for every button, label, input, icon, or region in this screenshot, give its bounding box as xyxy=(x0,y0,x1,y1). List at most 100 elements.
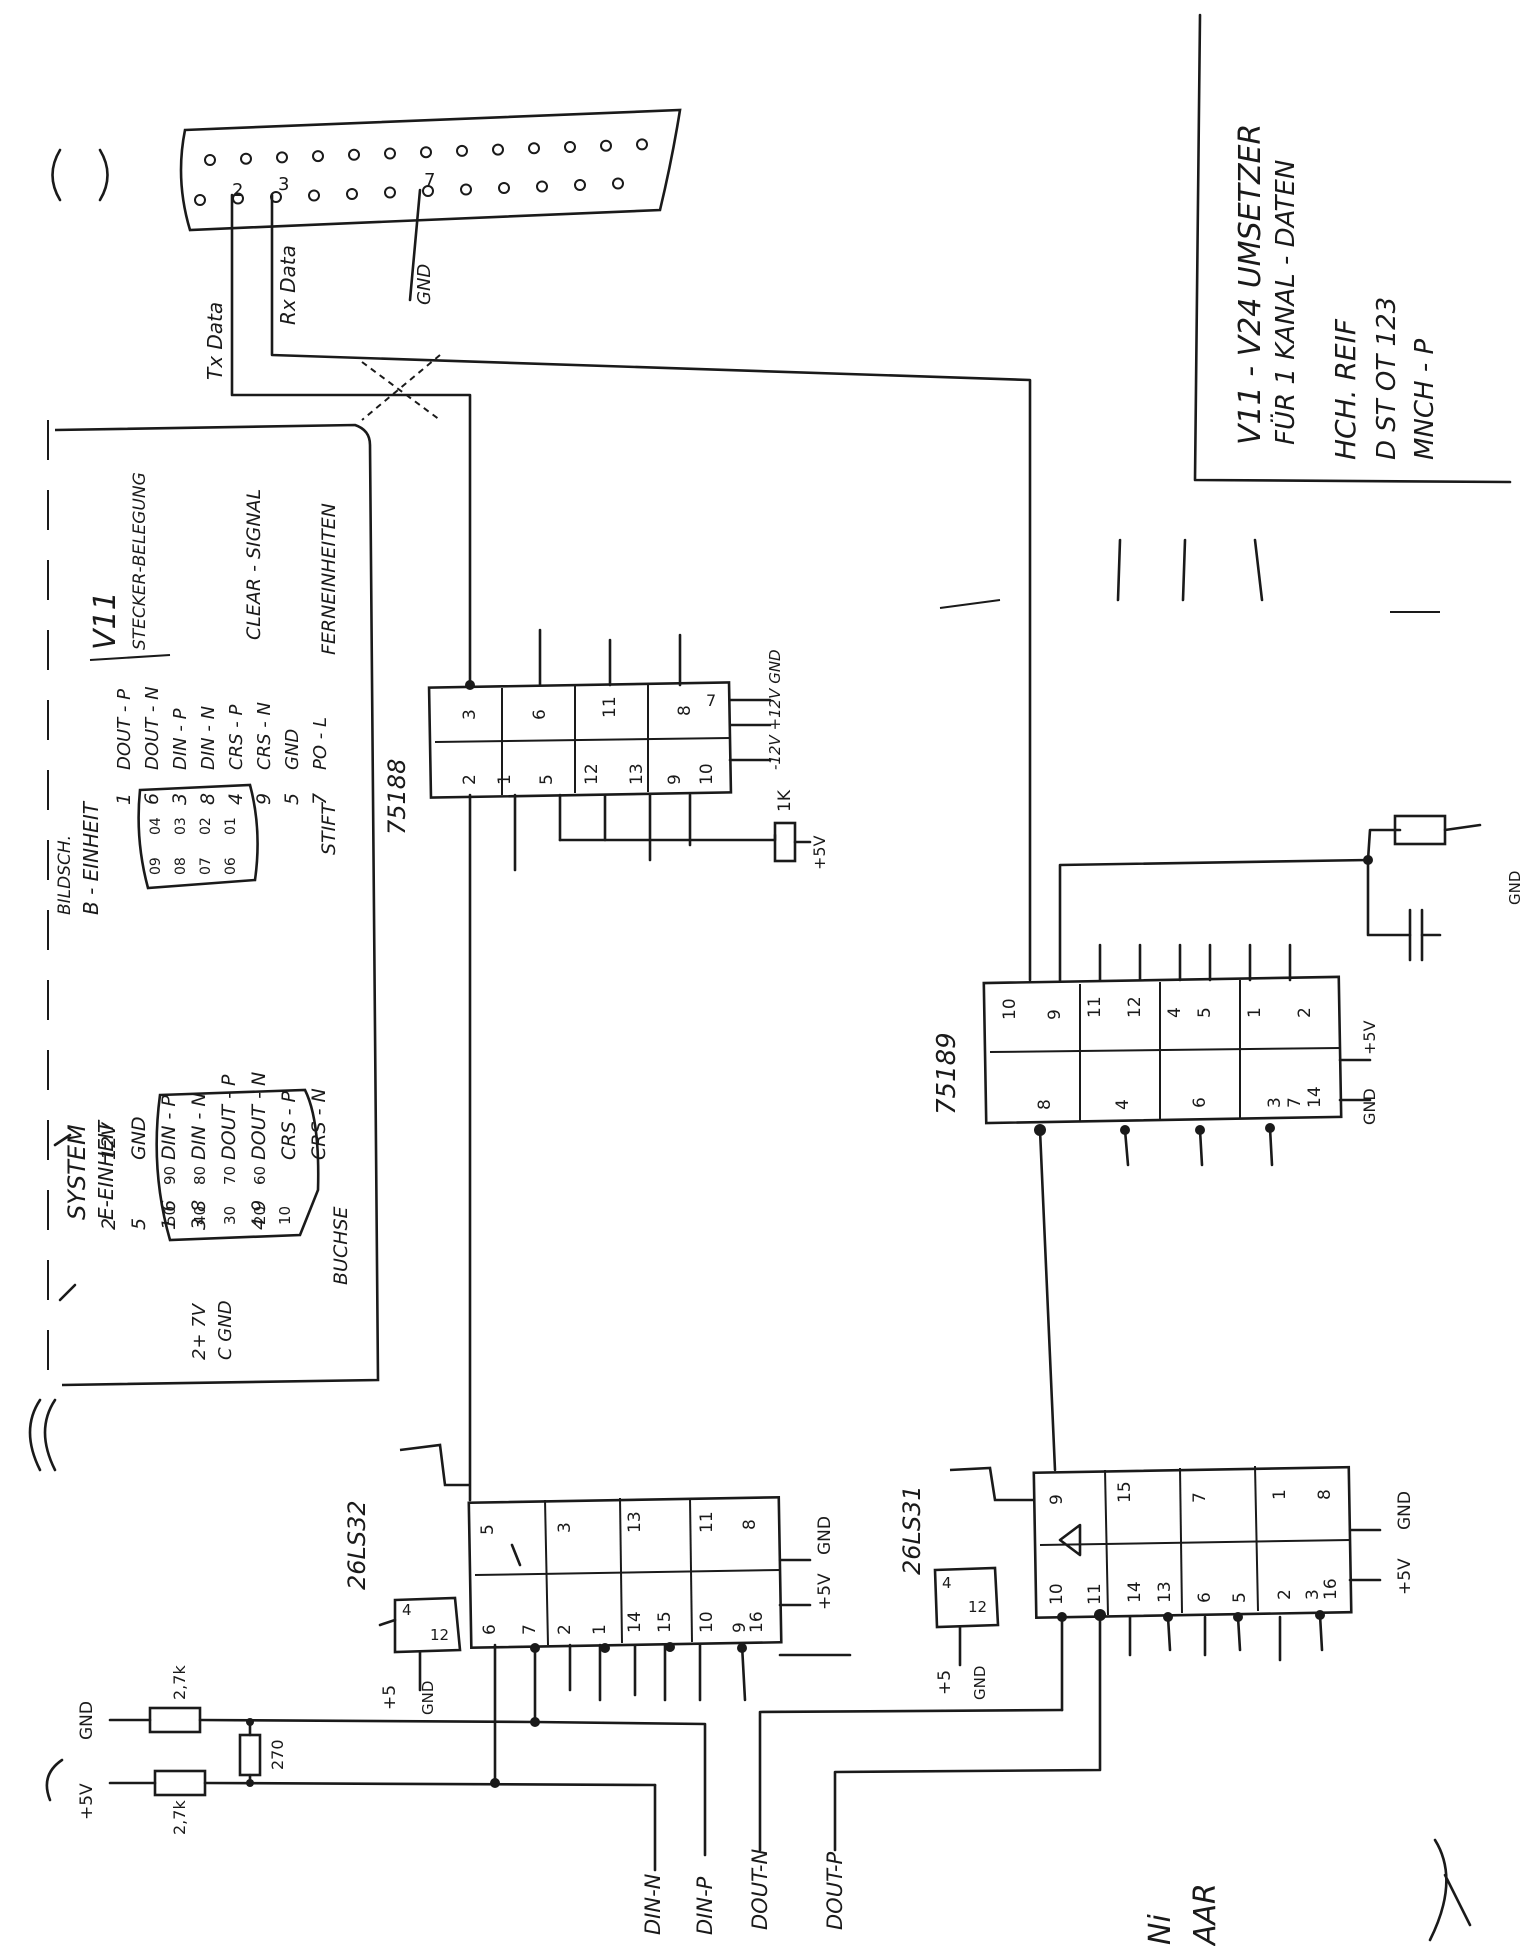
c26ls32-pin: 13 xyxy=(625,1511,645,1533)
tx-rx-crossover xyxy=(361,354,441,421)
system-unit-label: E-EINHEIT xyxy=(94,1119,118,1220)
c75189-name: 75189 xyxy=(932,1032,962,1115)
db25-pin xyxy=(308,189,320,202)
db25-pin-2-label: 2 xyxy=(232,180,243,201)
c75189-pin: 2 xyxy=(1295,1007,1315,1018)
ferneinheiten-label: FERNEINHEITEN xyxy=(318,503,340,655)
c75188-pin: 13 xyxy=(627,763,647,785)
c75189-pin: 5 xyxy=(1195,1007,1215,1018)
db25-connector: 2 3 7 Tx Data Rx Data GND xyxy=(179,108,1032,982)
network-gnd-label: GND xyxy=(77,1701,97,1740)
title-block: V11 - V24 UMSETZER FÜR 1 KANAL - DATEN H… xyxy=(1193,13,1512,484)
c26ls31-pin: 5 xyxy=(1230,1592,1250,1603)
db25-pin xyxy=(564,141,576,153)
termination-network: GND +5V 2,7k 2,7k 270 xyxy=(77,1615,1102,1872)
c26ls32-pin: 8 xyxy=(740,1519,760,1530)
db25-pin xyxy=(460,183,472,196)
network-vcc-label: +5V xyxy=(77,1783,97,1820)
c26ls32-pin: 15 xyxy=(655,1611,675,1633)
db25-pin xyxy=(384,186,396,199)
buchse-row-signal: DOUT - N xyxy=(248,1072,270,1160)
c75188-pin-7: 7 xyxy=(706,691,716,710)
c75189-pin: 12 xyxy=(1125,996,1145,1018)
c26ls31-pin: 11 xyxy=(1085,1583,1105,1605)
bottom-fragment-1: Ni xyxy=(1143,1914,1178,1945)
stift-pin: 02 xyxy=(198,817,214,835)
stift-row-signal: GND xyxy=(282,729,303,770)
buchse-pin: 80 xyxy=(191,1166,209,1185)
c75188-pin: 1 xyxy=(495,774,515,785)
c75189-gnd-label: GND xyxy=(1360,1088,1379,1125)
signature-mark xyxy=(1428,1838,1472,1942)
buchse-row-signal: 12V xyxy=(98,1121,120,1160)
c26ls31-pin: 3 xyxy=(1303,1589,1323,1600)
c26ls31-gnd-label: GND xyxy=(1395,1491,1415,1530)
c26ls32-name: 26LS32 xyxy=(343,1500,371,1590)
stift-row-pin: 6 xyxy=(141,793,163,805)
bildschirm-unit-label: B - EINHEIT xyxy=(79,800,103,915)
c26ls31-pin: 16 xyxy=(1321,1578,1341,1600)
c26ls31-pin: 15 xyxy=(1115,1481,1135,1503)
c26ls31-pin: 7 xyxy=(1190,1492,1210,1503)
stift-outline xyxy=(137,783,259,890)
c26ls32-pin: 2 xyxy=(555,1624,575,1635)
buchse-pin: 30 xyxy=(221,1206,239,1225)
c75188-power-label: -12V +12V GND xyxy=(766,649,784,770)
stift-row-signal: DIN - N xyxy=(198,706,219,770)
buchse-pin: 70 xyxy=(221,1166,239,1185)
buchse-row-signal: GND xyxy=(128,1116,150,1160)
db25-pin xyxy=(384,147,396,160)
buchse-pin: 60 xyxy=(251,1166,269,1185)
stift-pin: 07 xyxy=(198,857,214,875)
c26ls31-vcc-label: +5V xyxy=(1395,1558,1415,1595)
db25-pin xyxy=(528,142,540,155)
signal-din-p: DIN-P xyxy=(693,1876,717,1935)
c75189-pin: 9 xyxy=(1045,1009,1065,1020)
title-line-3: HCH. REIF xyxy=(1329,318,1362,460)
signal-labels: DIN-N DIN-P DOUT-N DOUT-P xyxy=(641,1849,847,1935)
c75189-pin: 10 xyxy=(1000,998,1020,1020)
db25-gnd-label: GND xyxy=(414,264,435,305)
stift-row-signal: CRS - N xyxy=(254,702,275,770)
stift-pin: 03 xyxy=(173,817,189,835)
stift-row-signal: DIN - P xyxy=(170,708,191,770)
stift-row-pin: 9 xyxy=(253,793,275,805)
buchse-row-signal: DIN - N xyxy=(188,1092,210,1160)
c75189-pin: 11 xyxy=(1085,996,1105,1018)
c26ls31-enable-gnd: GND xyxy=(971,1666,989,1700)
rx-data-label: Rx Data xyxy=(276,245,300,325)
resistor-vcc-value: 2,7k xyxy=(170,1800,189,1835)
legend-heading: V11 xyxy=(88,591,123,650)
c26ls32-pin: 14 xyxy=(625,1611,645,1633)
buchse-row-pin: 1 6 xyxy=(158,1200,180,1230)
c75189-pin: 6 xyxy=(1190,1097,1210,1108)
c26ls32-side-pin-4: 4 xyxy=(402,1601,412,1619)
c75189-pin: 4 xyxy=(1113,1099,1133,1110)
buchse-row-pin: 5 xyxy=(128,1218,150,1230)
signal-dout-n: DOUT-N xyxy=(748,1849,772,1930)
db25-pin xyxy=(600,139,612,152)
bildschirm-label: BILDSCH. xyxy=(55,835,75,915)
c26ls31-side-pin-4: 4 xyxy=(942,1574,952,1592)
db25-pin xyxy=(498,182,510,194)
resistor-term xyxy=(238,1733,262,1777)
db25-pin xyxy=(348,148,360,161)
buchse-row-pin: 3 8 xyxy=(188,1200,210,1230)
connector-legend: V11 STECKER-BELEGUNG SYSTEM E-EINHEIT 50… xyxy=(47,420,380,1387)
stift-row-pin: 3 xyxy=(169,793,191,805)
title-line-5: MNCH - P xyxy=(1410,339,1440,460)
c75189-vcc-label: +5V xyxy=(1360,1020,1379,1055)
buchse-row-signal: CRS - P xyxy=(278,1091,300,1160)
c26ls31-pin: 2 xyxy=(1275,1589,1295,1600)
stift-pin: 06 xyxy=(223,857,239,875)
buchse-row-pin: 2 xyxy=(98,1218,120,1230)
c75188-pin: 3 xyxy=(460,709,480,720)
c26ls31-pin: 10 xyxy=(1047,1583,1067,1605)
c26ls32-pin: 16 xyxy=(747,1611,767,1633)
c26ls31-pin: 6 xyxy=(1195,1592,1215,1603)
clear-signal-label: CLEAR - SIGNAL xyxy=(243,489,265,640)
